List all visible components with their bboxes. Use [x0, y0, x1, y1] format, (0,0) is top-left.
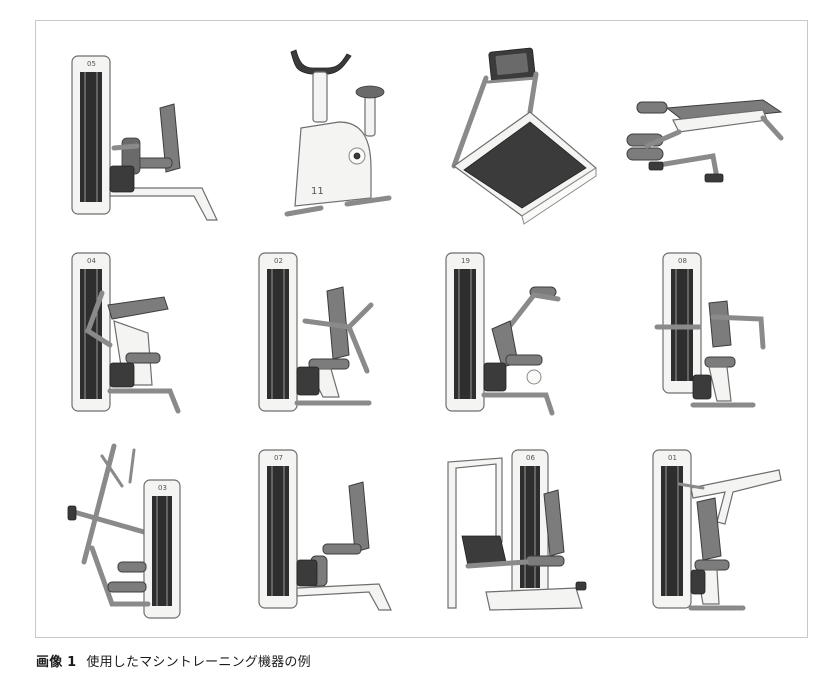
- machine-cell: 19: [422, 232, 609, 429]
- machine-number: 05: [87, 60, 96, 68]
- upright-exercise-bike-image: 11: [284, 49, 391, 217]
- seated-leg-extension-machine-image: 07: [257, 449, 392, 611]
- figure-frame: 05 11: [35, 20, 808, 638]
- machine-cell: 07: [235, 428, 422, 625]
- machine-number: 08: [678, 257, 687, 265]
- machine-cell: 04: [48, 232, 235, 429]
- machine-number: 02: [274, 257, 283, 265]
- shoulder-press-machine-image: 01: [651, 449, 782, 611]
- machine-cell: [422, 35, 609, 232]
- machine-cell: 02: [235, 232, 422, 429]
- tower-seated-leg-machine-image: 05: [70, 55, 218, 221]
- seated-chest-press-machine-image: 02: [257, 252, 373, 412]
- leg-press-machine-image: 06: [446, 449, 586, 611]
- abdominal-crunch-machine-image: 19: [444, 252, 560, 416]
- machine-cell: 05: [48, 35, 235, 232]
- seated-arm-curl-machine-image: 04: [70, 252, 180, 414]
- machine-number: 03: [158, 484, 167, 492]
- machine-number: 11: [311, 186, 324, 197]
- adjustable-sit-up-bench-image: [626, 99, 783, 183]
- machine-cell: 01: [609, 428, 796, 625]
- machine-cell: 08: [609, 232, 796, 429]
- machine-number: 04: [87, 257, 96, 265]
- machine-cell: 06: [422, 428, 609, 625]
- caption-label: 画像 1: [36, 655, 77, 670]
- machine-number: 19: [461, 257, 470, 265]
- treadmill-image: [451, 48, 597, 226]
- machine-cell: 03: [48, 428, 235, 625]
- machine-grid: 05 11: [48, 35, 796, 625]
- caption-text: 使用したマシントレーニング機器の例: [86, 655, 311, 670]
- machine-number: 01: [668, 454, 677, 462]
- lat-pulldown-machine-image: 03: [67, 443, 181, 619]
- machine-number: 06: [526, 454, 535, 462]
- machine-cell: 11: [235, 35, 422, 232]
- machine-cell: [609, 35, 796, 232]
- seated-row-machine-image: 08: [654, 252, 765, 408]
- figure-caption: 画像 1 使用したマシントレーニング機器の例: [36, 651, 311, 670]
- machine-number: 07: [274, 454, 283, 462]
